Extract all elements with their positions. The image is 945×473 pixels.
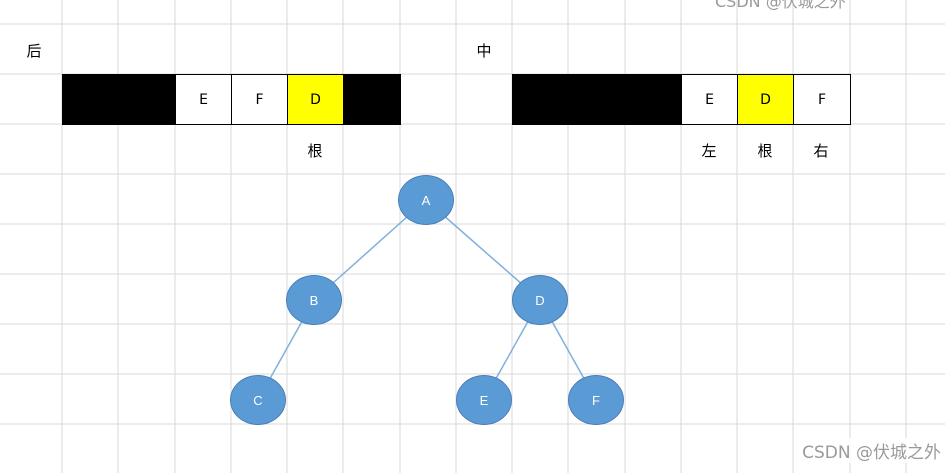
tree-node-A: A xyxy=(398,175,454,225)
watermark: CSDN @伏城之外 xyxy=(802,438,941,463)
postorder-cell: F xyxy=(231,74,288,125)
inorder-cell xyxy=(512,74,569,125)
postorder-root-label: 根 xyxy=(307,141,323,160)
inorder-cell: E xyxy=(681,74,738,125)
postorder-cell xyxy=(343,74,401,125)
inorder-title: 中 xyxy=(476,41,492,60)
inorder-cell xyxy=(625,74,682,125)
tree-node-B: B xyxy=(286,275,342,325)
tree-node-D: D xyxy=(512,275,568,325)
postorder-cell xyxy=(118,74,176,125)
inorder-left-label: 左 xyxy=(701,141,717,160)
inorder-root-label: 根 xyxy=(757,141,773,160)
tree-node-F: F xyxy=(568,375,624,425)
postorder-cell: D xyxy=(287,74,344,125)
postorder-cell: E xyxy=(175,74,232,125)
inorder-right-label: 右 xyxy=(813,141,829,160)
tree-node-C: C xyxy=(230,375,286,425)
postorder-title: 后 xyxy=(26,41,42,60)
inorder-cell: D xyxy=(737,74,794,125)
inorder-cell xyxy=(568,74,626,125)
tree-node-E: E xyxy=(456,375,512,425)
inorder-cell: F xyxy=(793,74,851,125)
watermark-top-fragment: CSDN @伏城之外 xyxy=(715,0,846,11)
postorder-cell xyxy=(62,74,119,125)
